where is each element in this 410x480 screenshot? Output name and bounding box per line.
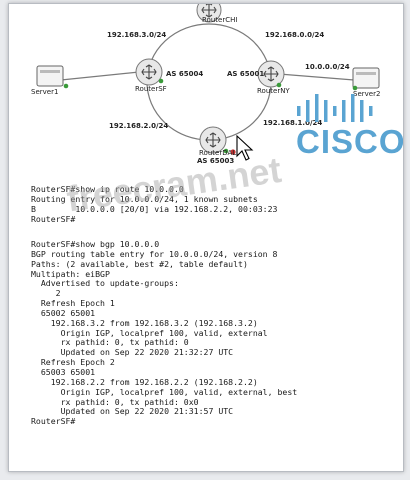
router-icon[interactable]	[196, 4, 222, 23]
router-icon[interactable]	[257, 60, 285, 88]
device-label: RouterNY	[257, 87, 290, 95]
terminal-line: Origin IGP, localpref 100, valid, extern…	[31, 386, 298, 397]
device-label: Server1	[31, 88, 59, 96]
subnet-label: 192.168.3.0/24	[107, 31, 167, 39]
device-label: Server2	[353, 90, 381, 98]
as-label: AS 65003	[197, 157, 235, 165]
terminal-line: Refresh Epoch 1	[31, 298, 115, 309]
terminal-line: Advertised to update-groups:	[31, 278, 179, 289]
router-icon[interactable]	[199, 126, 236, 155]
device-label: RouterDAL	[199, 149, 237, 157]
terminal-line: RouterSF#	[31, 416, 76, 427]
as-label: AS 65004	[166, 70, 204, 78]
terminal-line: 65003 65001	[31, 366, 96, 377]
terminal-line: Paths: (2 available, best #2, table defa…	[31, 258, 248, 269]
terminal-line: BGP routing table entry for 10.0.0.0/24,…	[31, 248, 278, 259]
terminal-line: Updated on Sep 22 2020 21:32:27 UTC	[31, 347, 234, 358]
device-label: RouterCHI	[202, 16, 238, 24]
terminal-line: RouterSF#show bgp 10.0.0.0	[31, 239, 160, 249]
cisco-logo: CISCO	[294, 90, 403, 170]
terminal-line: RouterSF#show ip route 10.0.0.0	[31, 184, 184, 194]
device-label: RouterSF	[135, 85, 167, 93]
subnet-label: 192.168.1.0/24	[263, 119, 323, 127]
server-icon[interactable]	[36, 65, 69, 89]
terminal-line: Multipath: eiBGP	[31, 268, 110, 279]
mouse-cursor-icon	[236, 134, 254, 161]
terminal-line: Refresh Epoch 2	[31, 357, 115, 368]
terminal-line: 192.168.2.2 from 192.168.2.2 (192.168.2.…	[31, 376, 258, 387]
link-server1-routersf	[60, 71, 140, 81]
terminal-line: Origin IGP, localpref 100, valid, extern…	[31, 327, 268, 338]
network-topology	[36, 4, 380, 161]
cisco-bars-icon	[297, 94, 373, 122]
terminal-line: B 10.0.0.0 [20/0] via 192.168.2.2, 00:03…	[31, 203, 278, 214]
server-icon[interactable]	[352, 67, 380, 91]
terminal-line: 2	[31, 288, 61, 299]
terminal-line: 192.168.3.2 from 192.168.3.2 (192.168.3.…	[31, 317, 258, 328]
subnet-label: 192.168.2.0/24	[109, 122, 169, 130]
link-routerny-server2	[278, 73, 355, 81]
terminal-line: rx pathid: 0, tx pathid: 0x0	[31, 396, 199, 407]
terminal-line: Updated on Sep 22 2020 21:31:57 UTC	[31, 406, 234, 417]
screenshot-frame: 192.168.3.0/24 192.168.0.0/24 192.168.2.…	[8, 3, 404, 472]
router-icon[interactable]	[135, 58, 164, 86]
subnet-label: 192.168.0.0/24	[265, 31, 325, 39]
terminal-line: 65002 65001	[31, 307, 96, 318]
terminal-line: Routing entry for 10.0.0.0/24, 1 known s…	[31, 193, 258, 204]
subnet-label: 10.0.0.0/24	[305, 63, 350, 71]
terminal-line: RouterSF#	[31, 213, 76, 224]
cisco-wordmark: CISCO	[296, 123, 404, 160]
terminal-line: rx pathid: 0, tx pathid: 0	[31, 337, 189, 348]
as-label: AS 65001	[227, 70, 265, 78]
